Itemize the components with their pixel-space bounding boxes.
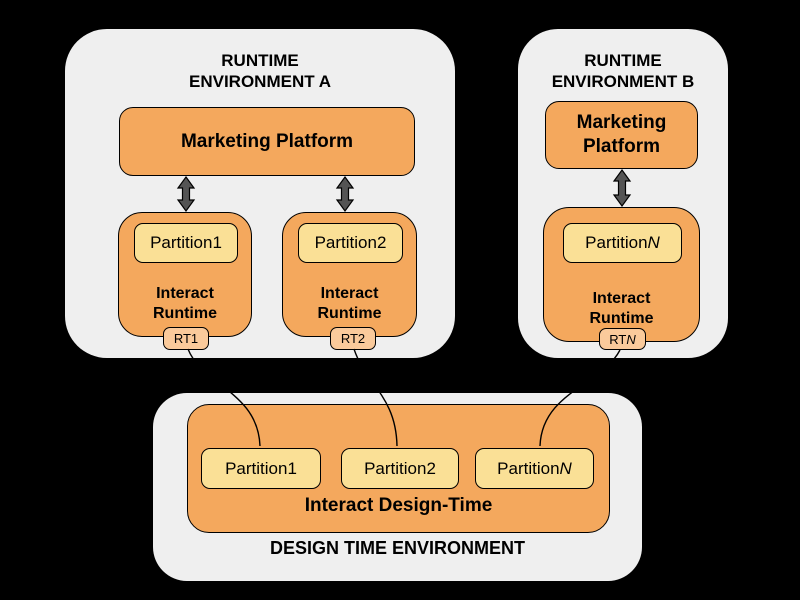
interact-design-time-label: Interact Design-Time	[304, 495, 493, 516]
marketing-platform-label-a: Marketing Platform	[180, 130, 354, 152]
env-a-title-line1: RUNTIME	[221, 51, 299, 70]
interact-runtime-box-1: Partition1 Interact Runtime RT1	[118, 212, 252, 350]
partition1-label: Partition1	[150, 233, 222, 252]
marketing-platform-label-b-line2: Platform	[582, 136, 661, 157]
partition2-label: Partition2	[314, 233, 387, 252]
design-environment-title: DESIGN TIME ENVIRONMENT	[269, 538, 525, 558]
partition1-box-design: Partition1	[201, 448, 321, 489]
rt1-tag: RT1	[163, 327, 209, 350]
env-b-title-line1: RUNTIME	[584, 51, 662, 70]
env-a-title: RUNTIME ENVIRONMENT A	[65, 50, 455, 92]
partition2-box-design: Partition2	[341, 448, 459, 489]
interact-runtime-label-1: Interact Runtime	[153, 285, 217, 322]
partition-n-label: Partition	[585, 233, 648, 252]
rt2-tag: RT2	[330, 327, 376, 350]
env-b-title: RUNTIME ENVIRONMENT B	[518, 50, 728, 92]
runtime-environment-a: RUNTIME ENVIRONMENT A Marketing Platform…	[65, 29, 455, 358]
partition1-box-runtime: Partition1	[134, 223, 238, 263]
marketing-platform-box-a: Marketing Platform	[119, 107, 415, 176]
marketing-platform-box-b: Marketing Platform	[545, 101, 698, 169]
interact-runtime-box-2: Partition2 Interact Runtime RT2	[282, 212, 417, 350]
partition2-box-runtime: Partition2	[298, 223, 403, 263]
marketing-platform-label-b-line1: Marketing	[576, 112, 667, 133]
partition-n-suffix: N	[647, 233, 660, 252]
interact-runtime-label-n: Interact Runtime	[589, 290, 654, 327]
interact-runtime-label-2: Interact Runtime	[317, 285, 382, 322]
env-a-title-line2: ENVIRONMENT A	[189, 72, 331, 91]
runtime-environment-b: RUNTIME ENVIRONMENT B Marketing Platform…	[518, 29, 728, 358]
env-b-title-line2: ENVIRONMENT B	[551, 72, 695, 91]
